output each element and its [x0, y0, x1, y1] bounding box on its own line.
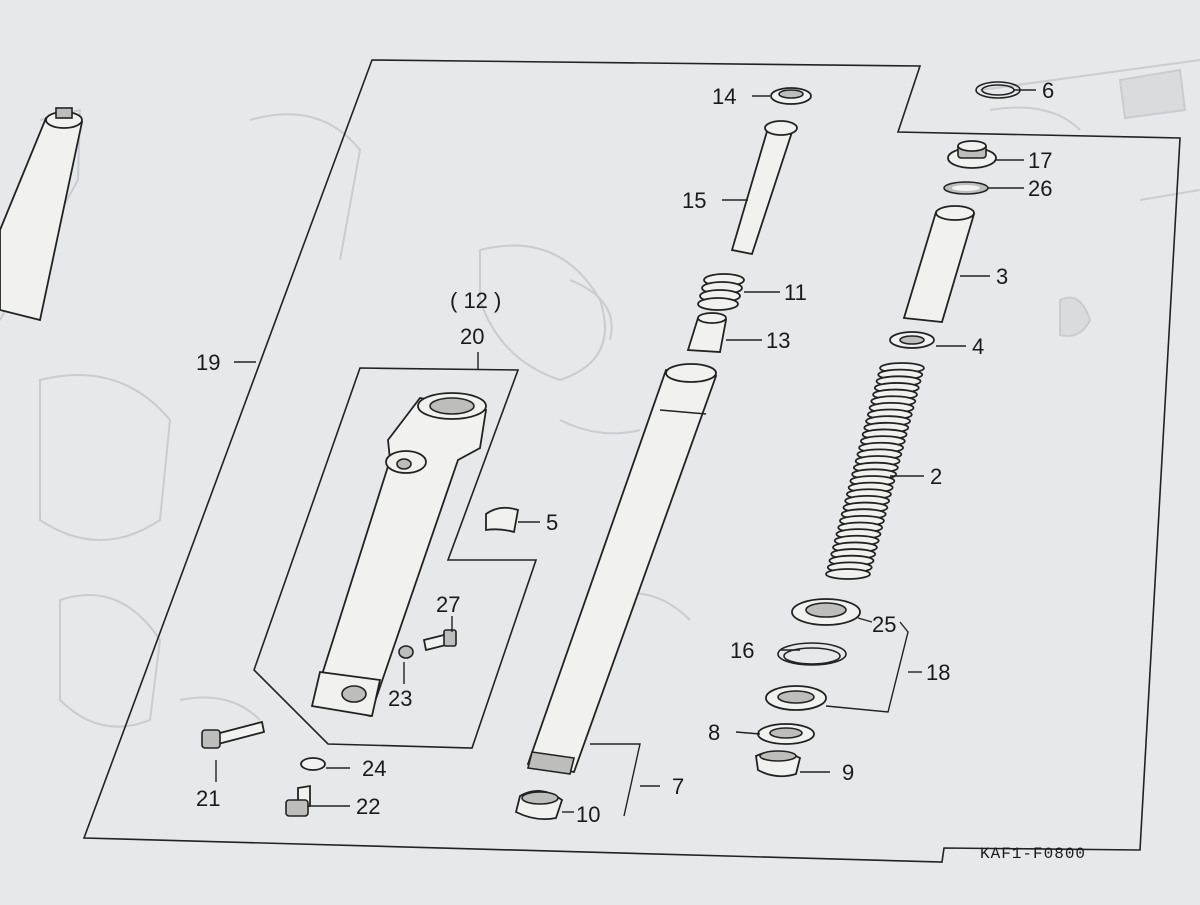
background-ghost-drawing: [0, 59, 1200, 728]
label-part-18: 18: [926, 660, 950, 685]
label-part-4: 4: [972, 334, 984, 359]
part-27-bolt: [422, 629, 457, 652]
label-part-27: 27: [436, 592, 460, 617]
label-part-15: 15: [682, 188, 706, 213]
part-21-bolt: [201, 720, 266, 749]
part-13-piston: [686, 312, 728, 353]
part-5-dust-seal: [485, 506, 520, 534]
part-10-slider-bushing: [514, 790, 564, 821]
part-14-drawing: [770, 87, 812, 105]
part-labels: 6 14 15 11 13 17 26 3 4 2 5 19 ( 12 ) 20…: [196, 78, 1054, 827]
label-part-22: 22: [356, 794, 380, 819]
part-2-fork-spring: [825, 362, 925, 580]
part-8-washer: [757, 723, 815, 745]
part-16-stopper-ring: [777, 642, 847, 666]
assembly-boundary: [82, 59, 1181, 863]
slider-subassembly-boundary: [253, 367, 538, 749]
part-17-cap-bolt: [947, 140, 997, 169]
label-part-6: 6: [1042, 78, 1054, 103]
part-25-back-up-ring: [791, 598, 861, 626]
part-7-fork-tube: [526, 363, 718, 775]
part-9-bushing: [755, 750, 802, 778]
spring-coil: [825, 568, 871, 580]
label-part-12: ( 12 ): [450, 288, 501, 313]
part-22-socket-bolt: [285, 784, 311, 817]
part-3-spacer: [902, 205, 976, 323]
label-part-14: 14: [712, 84, 736, 109]
label-part-26: 26: [1028, 176, 1052, 201]
label-part-2: 2: [930, 464, 942, 489]
label-part-16: 16: [730, 638, 754, 663]
part-23-washer: [398, 645, 414, 659]
adjacent-fork-tube: [0, 107, 84, 322]
label-part-23: 23: [388, 686, 412, 711]
label-part-21: 21: [196, 786, 220, 811]
leader-lines: [215, 89, 1036, 817]
label-part-25: 25: [872, 612, 896, 637]
label-part-19: 19: [196, 350, 220, 375]
part-20-fork-slider: [310, 392, 488, 718]
part-26-o-ring: [943, 181, 989, 195]
part-6-circlip: [975, 81, 1021, 99]
part-4-washer: [889, 331, 935, 349]
label-part-5: 5: [546, 510, 558, 535]
drawing-code: KAF1-F0800: [980, 845, 1086, 863]
label-part-20: 20: [460, 324, 484, 349]
part-15-damper-rod: [730, 120, 798, 256]
label-part-3: 3: [996, 264, 1008, 289]
label-part-8: 8: [708, 720, 720, 745]
part-11-rebound-spring: [697, 273, 745, 311]
label-part-10: 10: [576, 802, 600, 827]
part-18-oil-seal: [765, 685, 827, 711]
label-part-9: 9: [842, 760, 854, 785]
label-part-13: 13: [766, 328, 790, 353]
label-part-7: 7: [672, 774, 684, 799]
label-part-24: 24: [362, 756, 386, 781]
label-part-17: 17: [1028, 148, 1052, 173]
label-part-11: 11: [784, 280, 807, 305]
part-24-washer: [300, 757, 326, 771]
